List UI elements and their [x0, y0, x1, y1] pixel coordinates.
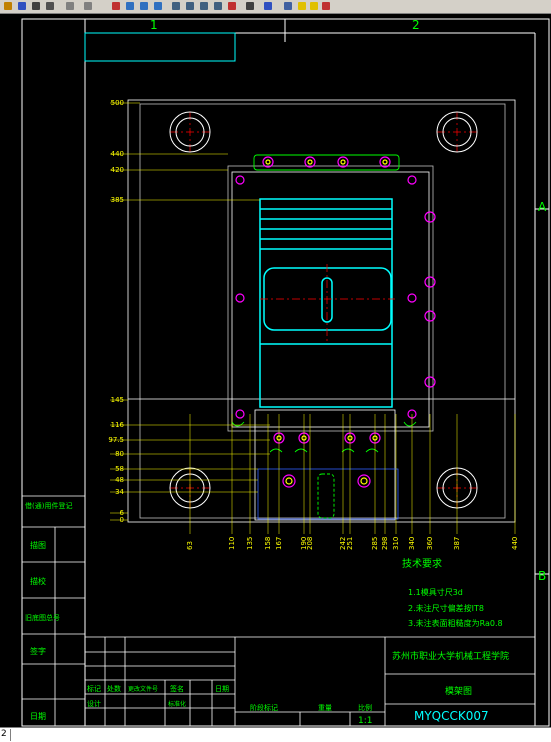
markup-icon[interactable] — [226, 0, 238, 12]
side-label-2: 描校 — [30, 576, 46, 586]
tb-label-change: 更改文件号 — [128, 685, 158, 693]
xdim-label-2: 135 — [246, 537, 254, 550]
xdim-label-7: 242 — [339, 537, 347, 550]
technical-requirements: 技术要求 1.1模具寸尺3d 2.未注尺寸偏差按IT8 3.未注表面粗糙度为Ra… — [402, 557, 503, 628]
xdim-label-8: 251 — [346, 537, 354, 550]
centerlines — [170, 112, 477, 508]
ydim-385: 385 — [111, 196, 124, 204]
xdim-label-1: 110 — [228, 537, 236, 550]
properties-icon[interactable] — [170, 0, 182, 12]
print-icon[interactable] — [44, 0, 56, 12]
ydim-116: 116 — [111, 421, 125, 429]
tb-label-standard: 标准化 — [168, 700, 186, 708]
calculator-icon[interactable] — [244, 0, 256, 12]
xdim-label-13: 360 — [426, 537, 434, 550]
color-icon[interactable] — [320, 0, 332, 12]
sheet-set-icon[interactable] — [212, 0, 224, 12]
tb-label-stage: 阶段标记 — [250, 703, 278, 712]
drawing-number: MYQCCK007 — [414, 709, 489, 723]
cavity-insert — [259, 198, 393, 408]
green-components — [231, 154, 417, 519]
tb-label-date: 日期 — [215, 685, 229, 693]
ydim-6: 6 — [120, 509, 125, 517]
status-text: 2 — [1, 729, 7, 739]
lightbulb-icon[interactable] — [296, 0, 308, 12]
xdim-label-9: 285 — [371, 537, 379, 550]
design-center-icon[interactable] — [184, 0, 196, 12]
arrow-icon[interactable] — [64, 0, 76, 12]
ydim-48: 48 — [115, 476, 124, 484]
title-block-text: 苏州市职业大学机械工程学院 模架图 MYQCCK007 1:1 标记 处数 更改… — [25, 501, 509, 726]
school-name: 苏州市职业大学机械工程学院 — [392, 650, 509, 662]
xdim-label-6: 208 — [306, 537, 314, 550]
xdim-label-15: 440 — [511, 537, 519, 550]
xdim-label-12: 340 — [408, 537, 416, 550]
scale-value: 1:1 — [358, 716, 372, 726]
pencil-icon[interactable] — [30, 0, 42, 12]
toolbar — [0, 0, 551, 14]
sun-icon[interactable] — [308, 0, 320, 12]
status-bar: 2 — [0, 727, 551, 742]
y-dimension-labels: 500 440 420 385 145 116 97.5 80 58 48 34… — [108, 99, 124, 524]
zone-right-b: B — [538, 569, 546, 583]
drawing-canvas[interactable]: 1 2 A B — [0, 14, 551, 727]
ydim-500: 500 — [111, 99, 124, 107]
zone-right-a: A — [538, 200, 547, 214]
xdim-label-14: 387 — [453, 537, 461, 550]
tb-label-design: 设计 — [87, 699, 101, 708]
drawing-frame — [21, 18, 550, 727]
zoom-out-icon[interactable] — [152, 0, 164, 12]
side-label-1: 描图 — [30, 540, 46, 550]
screw-holes — [235, 156, 436, 488]
zoom-icon[interactable] — [124, 0, 136, 12]
side-label-5: 日期 — [30, 712, 46, 721]
ydim-0: 0 — [120, 516, 124, 524]
xdim-label-0: 63 — [186, 541, 194, 550]
tool-palette-icon[interactable] — [198, 0, 210, 12]
ydim-440: 440 — [111, 150, 124, 158]
xdim-label-5: 190 — [300, 537, 308, 550]
arrow-icon[interactable] — [82, 0, 94, 12]
tb-label-mark: 标记 — [87, 684, 101, 693]
mold-base — [127, 99, 516, 523]
xdim-label-3: 158 — [264, 537, 272, 550]
ydim-97-5: 97.5 — [108, 436, 124, 444]
layers-icon[interactable] — [282, 0, 294, 12]
tb-label-weight: 重量 — [318, 704, 332, 712]
ydim-80: 80 — [115, 450, 124, 458]
guide-pillars — [169, 111, 478, 509]
tb-label-sign: 签名 — [170, 684, 184, 693]
tech-item-3: 3.未注表面粗糙度为Ra0.8 — [408, 618, 503, 628]
side-label-3: 旧底图总号 — [25, 613, 60, 622]
side-label-4: 签字 — [30, 646, 46, 656]
drawing-name: 模架图 — [445, 686, 472, 697]
y-dimension-lines — [110, 102, 270, 521]
status-separator — [10, 729, 11, 741]
tech-item-1: 1.1模具寸尺3d — [408, 587, 463, 597]
open-icon[interactable] — [2, 0, 14, 12]
x-dimension-lines — [189, 414, 516, 534]
ydim-34: 34 — [115, 488, 124, 496]
tech-title: 技术要求 — [402, 557, 442, 570]
paint-icon[interactable] — [110, 0, 122, 12]
ydim-145: 145 — [111, 396, 124, 404]
zone-top-2: 2 — [412, 18, 420, 32]
ydim-420: 420 — [111, 166, 124, 174]
tb-label-count: 处数 — [107, 684, 121, 693]
zoom-in-icon[interactable] — [138, 0, 150, 12]
zone-labels: 1 2 A B — [150, 18, 547, 583]
side-label-0: 借(通)用件登记 — [25, 501, 72, 510]
xdim-label-11: 310 — [392, 537, 400, 550]
save-icon[interactable] — [16, 0, 28, 12]
xdim-label-10: 298 — [381, 537, 389, 550]
xdim-label-4: 167 — [275, 537, 283, 550]
tb-label-ratio: 比例 — [358, 703, 372, 712]
ydim-58: 58 — [115, 465, 124, 473]
zone-top-1: 1 — [150, 18, 158, 32]
title-block — [22, 495, 535, 726]
tech-item-2: 2.未注尺寸偏差按IT8 — [408, 603, 484, 613]
help-icon[interactable] — [262, 0, 274, 12]
